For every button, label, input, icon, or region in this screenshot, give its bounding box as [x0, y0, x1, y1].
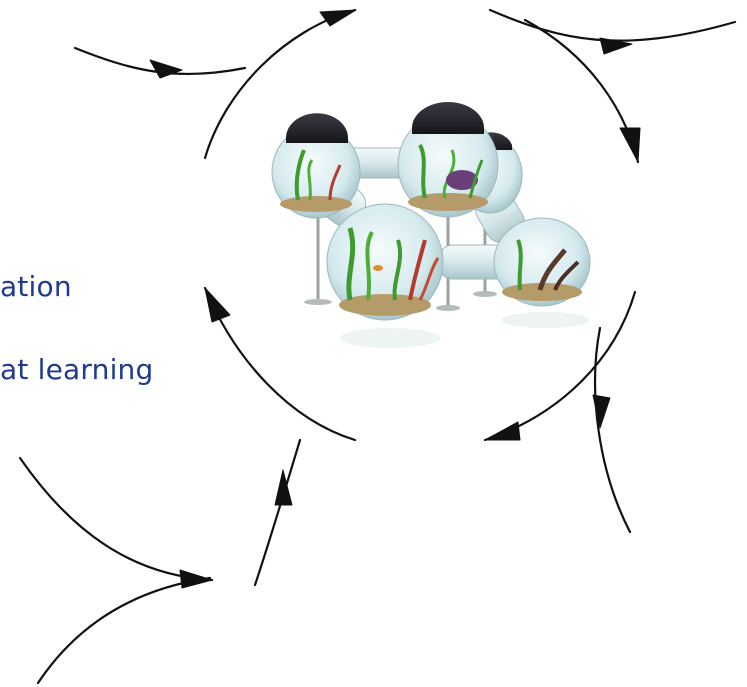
arrow-bottom-right-outgoing — [592, 326, 632, 534]
arrowhead-icon — [592, 394, 611, 429]
arrow-bottom-left-lower — [36, 576, 212, 685]
arrowhead-icon — [179, 569, 213, 589]
arrowhead-icon — [149, 59, 183, 79]
arrowhead-icon — [619, 127, 641, 163]
arrowhead-icon — [319, 9, 357, 27]
arrow-top-left-incoming — [73, 46, 247, 79]
diagram-label-line-2: at learning — [0, 353, 154, 386]
arrow-bottom-left-incoming — [18, 456, 214, 589]
arrow-bottom-left-arc — [203, 286, 357, 442]
aquarium-illustration — [271, 102, 591, 348]
arrowhead-icon — [204, 287, 231, 323]
arrowhead-icon — [484, 421, 521, 441]
arrow-bottom-right-arc — [483, 290, 637, 442]
arrow-top-right-outgoing — [488, 8, 737, 55]
arrow-top-right-arc — [523, 18, 641, 164]
arrow-top-left-arc — [203, 8, 357, 160]
arrowhead-icon — [274, 469, 293, 506]
arrowhead-icon — [599, 37, 633, 55]
diagram-label-line-1: ation — [0, 270, 72, 303]
arrow-bottom-left-rising — [253, 438, 302, 587]
